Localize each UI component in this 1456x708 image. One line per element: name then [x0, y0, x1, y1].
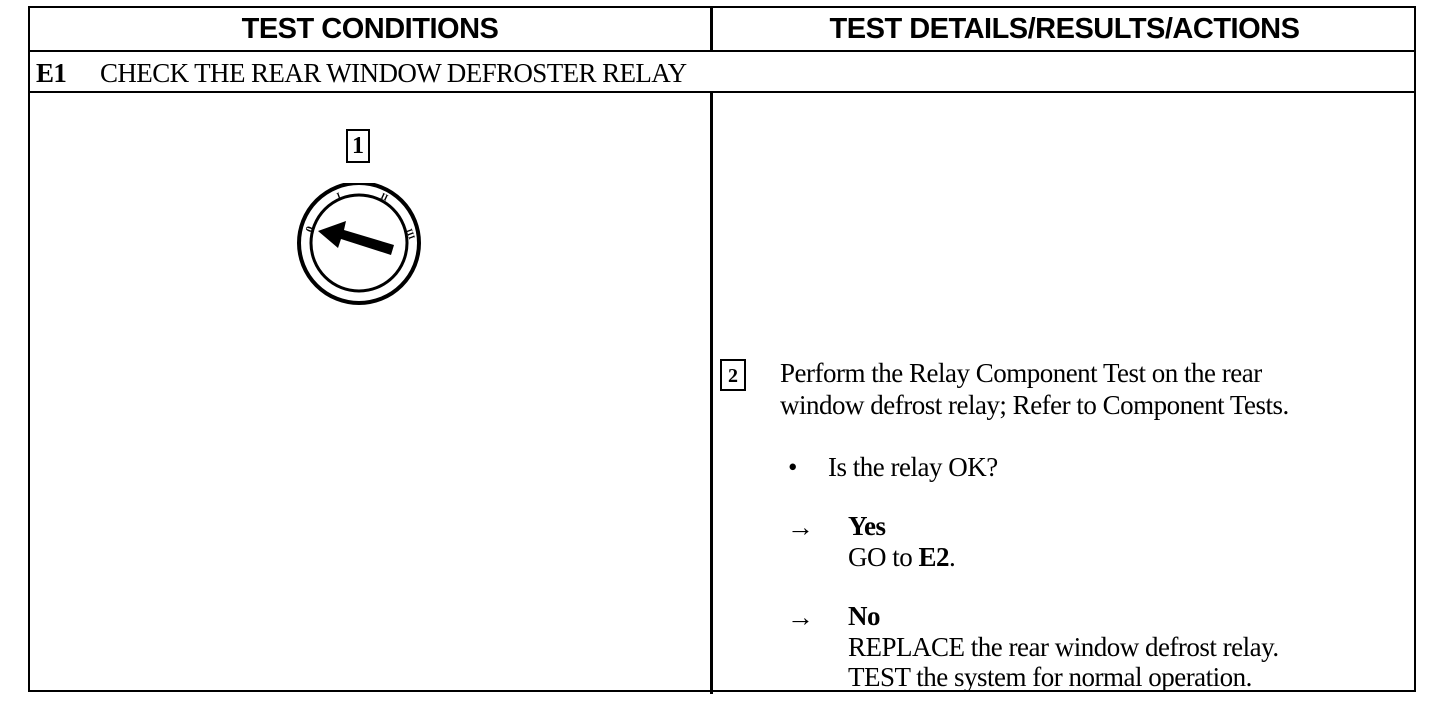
detail-step-number: 2 [720, 359, 746, 391]
yes-action: GO to E2. [848, 542, 956, 573]
yes-action-prefix: GO to [848, 542, 919, 572]
arrow-right-icon: → [787, 602, 814, 632]
step-title-divider [30, 91, 1414, 93]
test-table: TEST CONDITIONS TEST DETAILS/RESULTS/ACT… [28, 6, 1416, 694]
condition-step-number: 1 [346, 129, 370, 163]
body-column-divider [710, 91, 713, 694]
bullet-icon: • [788, 452, 797, 482]
step-code: E1 [36, 58, 67, 88]
svg-text:0: 0 [304, 224, 317, 234]
header-column-divider [710, 8, 713, 50]
arrow-right-icon: → [787, 512, 814, 542]
yes-action-target: E2 [918, 542, 950, 572]
no-label: No [848, 601, 881, 631]
test-details-header: TEST DETAILS/RESULTS/ACTIONS [829, 13, 1300, 45]
question-text: Is the relay OK? [828, 452, 998, 482]
test-conditions-header: TEST CONDITIONS [241, 13, 499, 45]
svg-text:I: I [335, 190, 342, 201]
header-divider [30, 50, 1414, 52]
step-title-text: CHECK THE REAR WINDOW DEFROSTER RELAY [100, 58, 687, 88]
instruction-line-1: Perform the Relay Component Test on the … [780, 358, 1262, 388]
svg-text:II: II [379, 191, 390, 203]
yes-label: Yes [848, 511, 886, 541]
svg-text:III: III [404, 227, 417, 241]
no-action-line-1: REPLACE the rear window defrost relay. [848, 632, 1279, 662]
instruction-line-2: window defrost relay; Refer to Component… [780, 390, 1289, 420]
ignition-switch-off-icon: 0 I II III [297, 183, 421, 305]
no-action-line-2: TEST the system for normal operation. [848, 662, 1252, 692]
yes-action-suffix: . [949, 542, 956, 572]
step-title: E1 CHECK THE REAR WINDOW DEFROSTER RELAY [36, 52, 687, 92]
